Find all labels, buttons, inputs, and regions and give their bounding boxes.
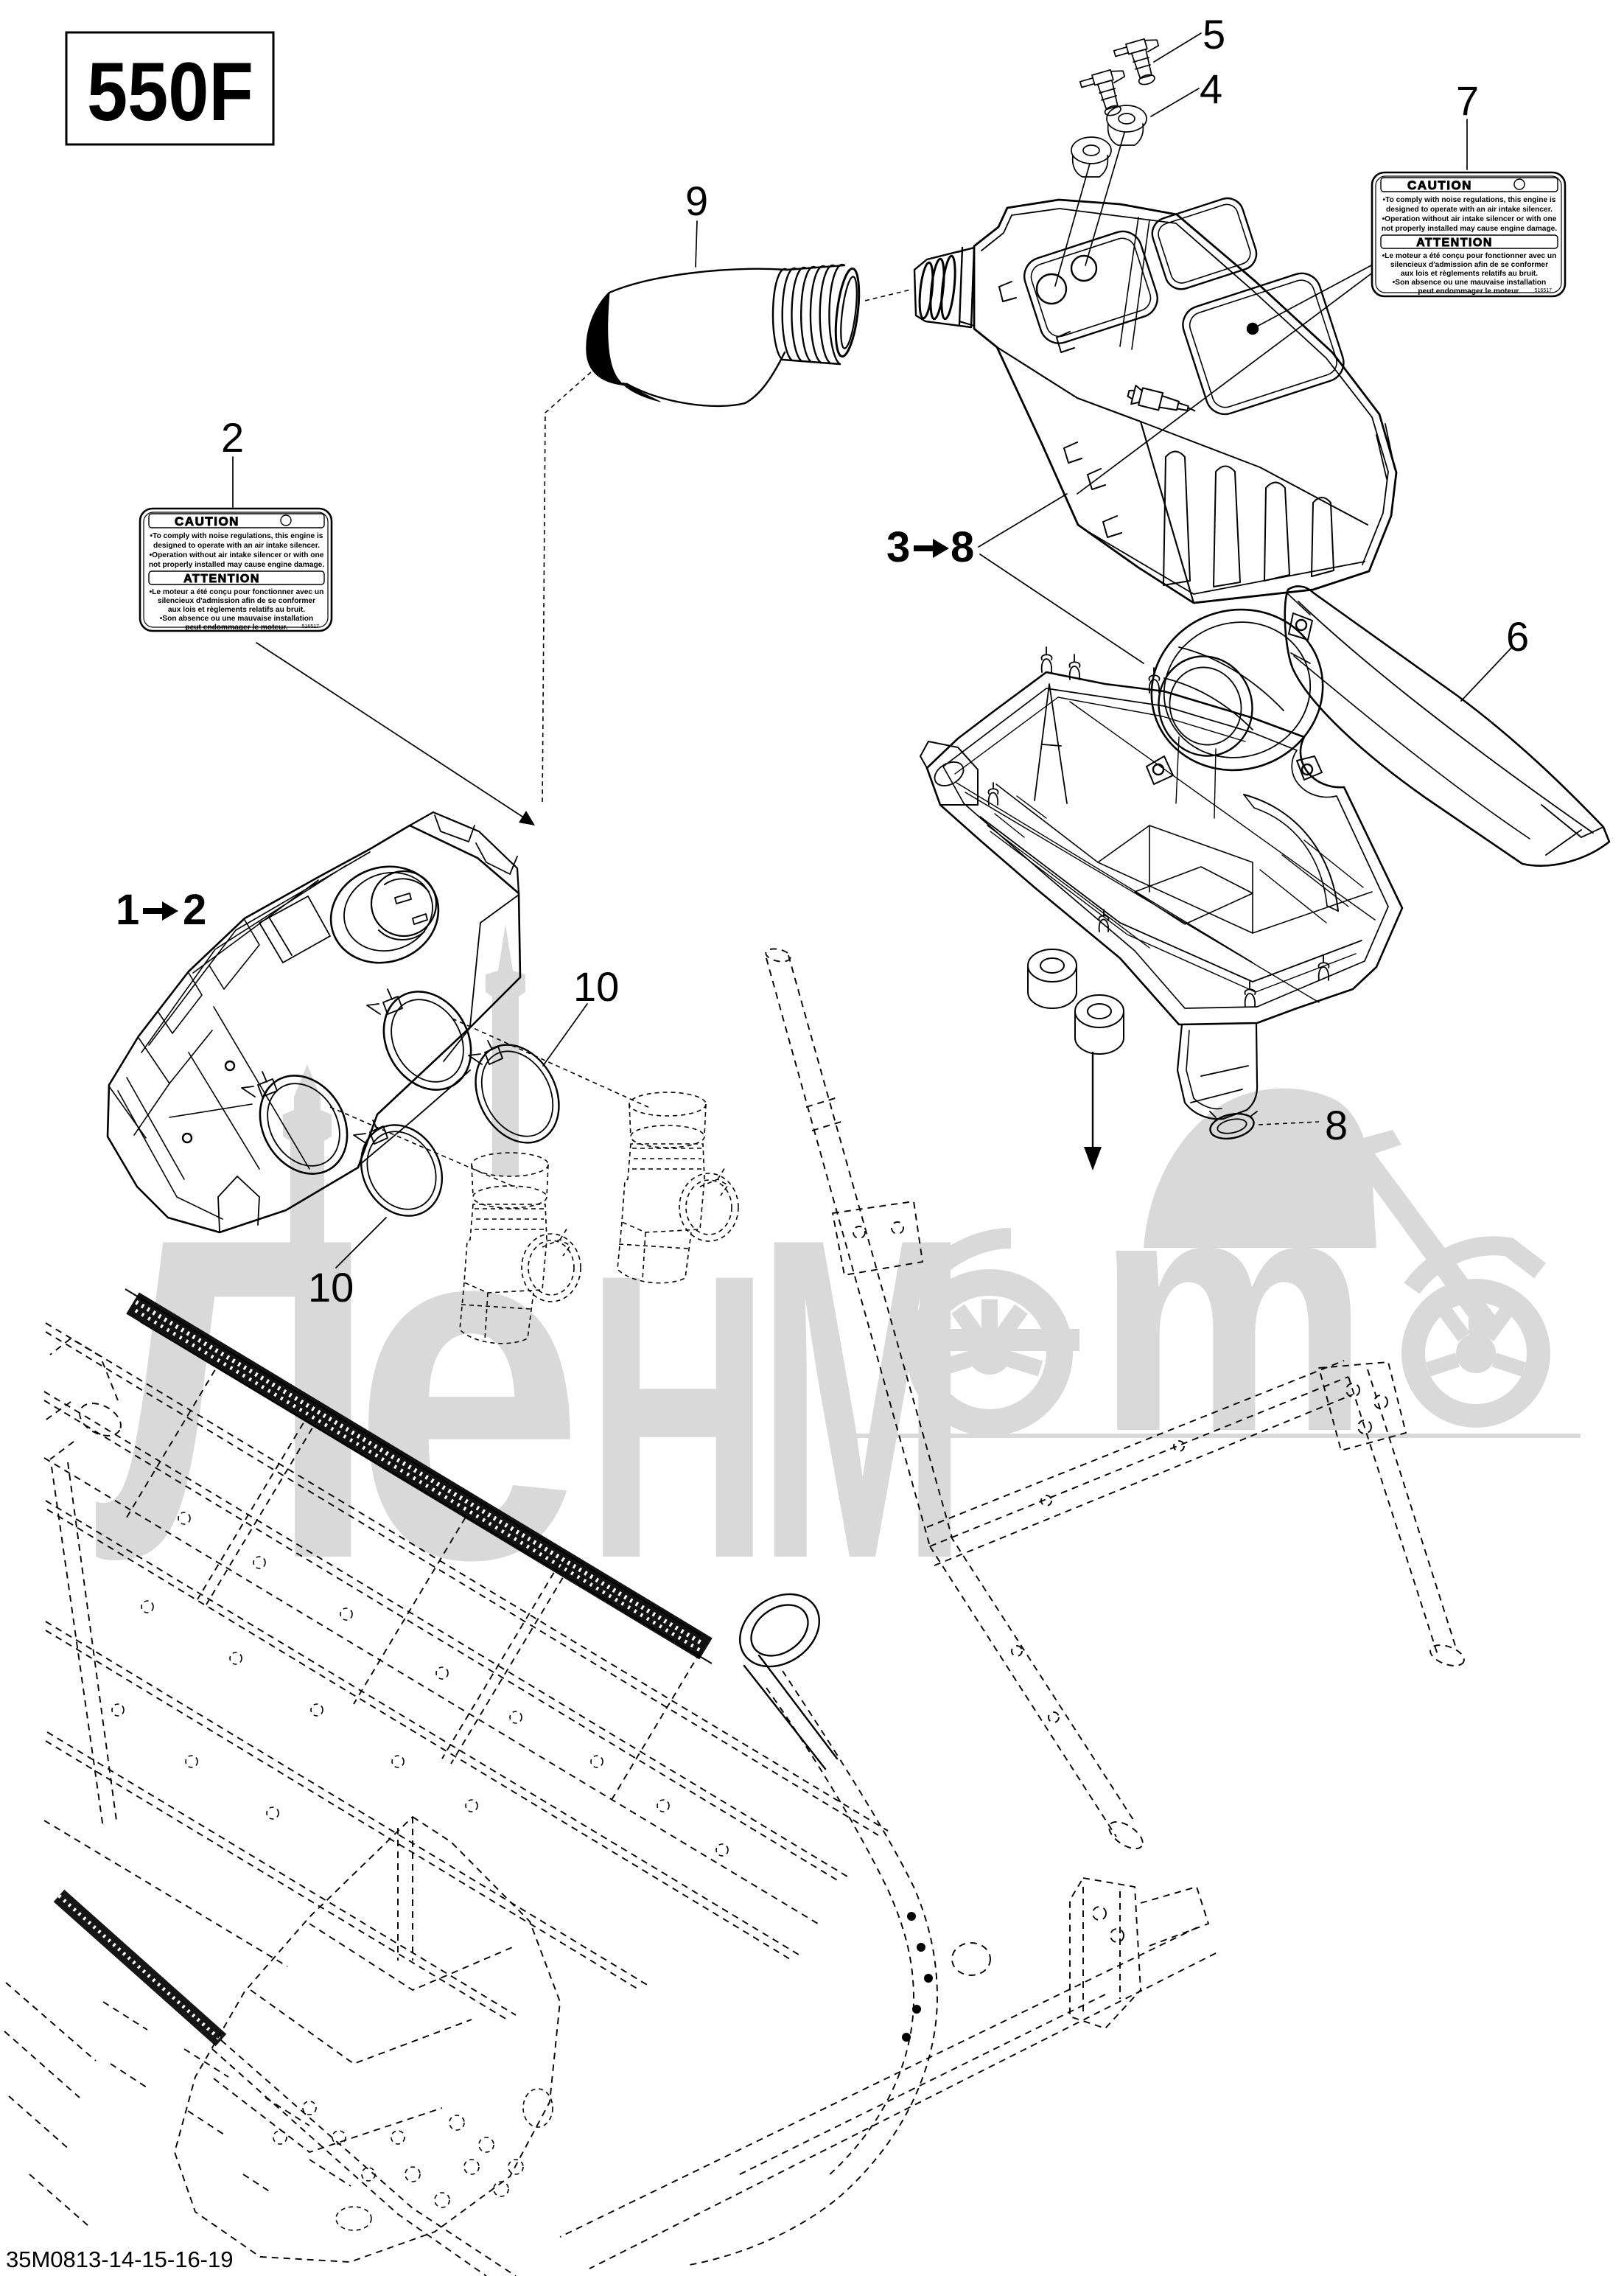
- svg-text:ATTENTION: ATTENTION: [183, 573, 260, 585]
- svg-text:•Son absence ou une mauvaise i: •Son absence ou une mauvaise installatio…: [1393, 279, 1547, 287]
- svg-text:550F: 550F: [87, 46, 253, 138]
- svg-text:2: 2: [183, 886, 206, 934]
- svg-text:5: 5: [1203, 11, 1225, 57]
- svg-text:1: 1: [116, 886, 139, 934]
- svg-text:aux lois et règlements relatif: aux lois et règlements relatifs au bruit…: [1401, 270, 1538, 278]
- svg-text:35M0813-14-15-16-19: 35M0813-14-15-16-19: [6, 2247, 234, 2272]
- svg-text:not properly installed may cau: not properly installed may cause engine …: [149, 561, 325, 569]
- svg-text:silencieux d'admission afin de: silencieux d'admission afin de se confor…: [158, 597, 315, 605]
- svg-text:8: 8: [1325, 1102, 1348, 1148]
- svg-text:7: 7: [1456, 77, 1479, 124]
- svg-text:516517: 516517: [302, 624, 319, 629]
- svg-text:Л: Л: [94, 1144, 378, 1654]
- svg-text:3: 3: [886, 523, 910, 571]
- svg-text:10: 10: [573, 963, 619, 1010]
- svg-text:516517: 516517: [1535, 288, 1552, 293]
- svg-text:2: 2: [221, 414, 244, 461]
- svg-text:aux lois et règlements relatif: aux lois et règlements relatifs au bruit…: [168, 606, 305, 614]
- svg-text:10: 10: [308, 1264, 354, 1310]
- svg-text:designed to operate with an ai: designed to operate with an air intake s…: [1386, 206, 1553, 214]
- svg-text:9: 9: [685, 178, 708, 224]
- svg-text:е: е: [352, 1109, 584, 1661]
- svg-text:•Son absence ou une mauvaise i: •Son absence ou une mauvaise installatio…: [160, 615, 314, 623]
- svg-text:Н: Н: [586, 1190, 770, 1643]
- svg-text:CAUTION: CAUTION: [1407, 178, 1472, 192]
- svg-text:8: 8: [951, 523, 974, 571]
- svg-text:CAUTION: CAUTION: [175, 514, 239, 528]
- svg-text:ATTENTION: ATTENTION: [1416, 237, 1493, 249]
- svg-text:•To comply with noise regulati: •To comply with noise regulations, this …: [150, 532, 323, 540]
- svg-text:•Le moteur a été conçu pour fo: •Le moteur a été conçu pour fonctionner …: [1382, 252, 1557, 260]
- svg-text:•To comply with noise regulati: •To comply with noise regulations, this …: [1383, 196, 1556, 204]
- svg-text:6: 6: [1506, 613, 1529, 660]
- svg-text:not properly installed may cau: not properly installed may cause engine …: [1382, 225, 1558, 233]
- svg-text:designed to operate with an ai: designed to operate with an air intake s…: [153, 542, 320, 550]
- svg-text:•Le moteur a été conçu pour fo: •Le moteur a été conçu pour fonctionner …: [150, 588, 324, 596]
- svg-text:4: 4: [1200, 66, 1222, 112]
- svg-text:peut endommager le moteur.: peut endommager le moteur.: [1418, 287, 1520, 296]
- svg-text:•Operation without air intake: •Operation without air intake silencer o…: [1382, 215, 1557, 223]
- svg-text:silencieux d'admission afin de: silencieux d'admission afin de se confor…: [1390, 261, 1548, 269]
- svg-text:peut endommager le moteur.: peut endommager le moteur.: [185, 624, 287, 632]
- svg-text:•Operation without air intake: •Operation without air intake silencer o…: [150, 551, 324, 559]
